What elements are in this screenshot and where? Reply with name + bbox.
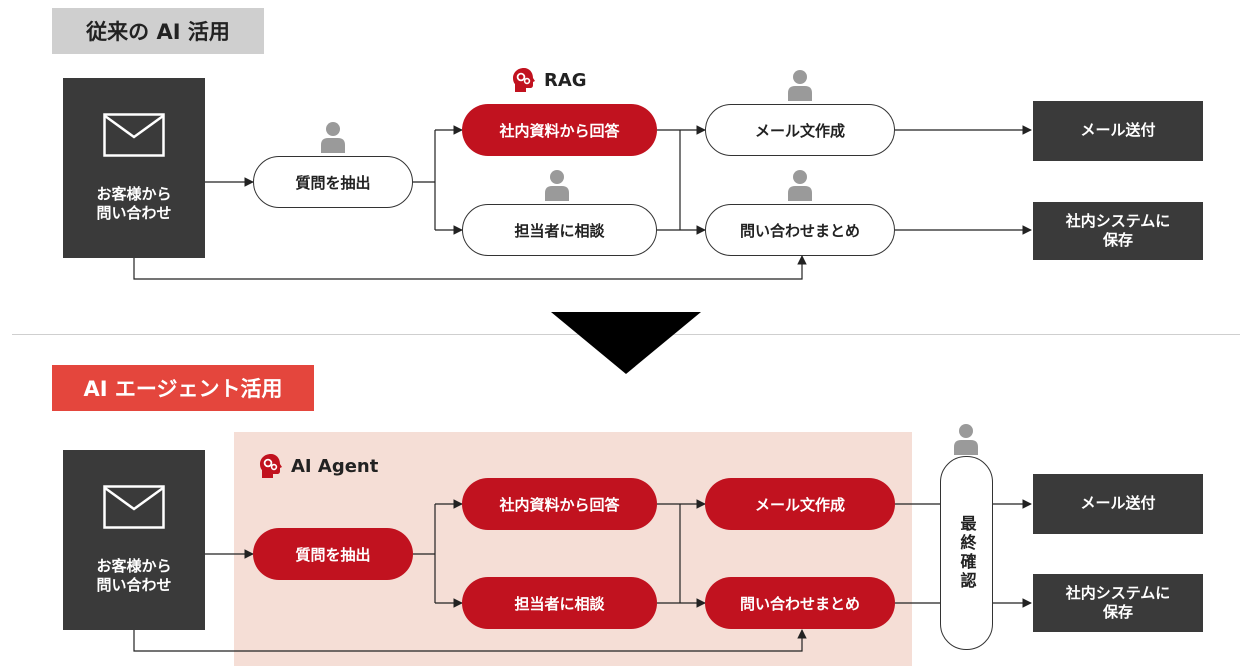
consult-staff: 担当者に相談	[462, 577, 657, 629]
section-label-traditional: 従来の AI 活用	[52, 8, 264, 54]
final-check-label: 最終確認	[957, 515, 977, 591]
source-label-line1: お客様から	[96, 556, 172, 575]
person-icon	[544, 169, 570, 201]
brain-gear-icon	[257, 452, 285, 480]
mail-icon	[103, 112, 165, 157]
source-box: お客様から 問い合わせ	[63, 450, 205, 630]
save-system-box: 社内システムに 保存	[1033, 202, 1203, 260]
send-mail-box: メール送付	[1033, 474, 1203, 534]
person-icon	[953, 423, 979, 455]
ai-agent-tag: AI Agent	[257, 452, 378, 480]
rag-label: RAG	[544, 69, 587, 91]
summarize-inquiry: 問い合わせまとめ	[705, 204, 895, 256]
send-mail-box: メール送付	[1033, 101, 1203, 161]
compose-mail: メール文作成	[705, 478, 895, 530]
source-label-line1: お客様から	[96, 184, 172, 203]
compose-mail: メール文作成	[705, 104, 895, 156]
section-label-agent: AI エージェント活用	[52, 365, 314, 411]
brain-gear-icon	[510, 66, 538, 94]
source-label-line2: 問い合わせ	[96, 576, 172, 594]
final-check: 最終確認	[940, 456, 993, 650]
answer-from-docs: 社内資料から回答	[462, 478, 657, 530]
answer-from-docs: 社内資料から回答	[462, 104, 657, 156]
person-icon	[320, 121, 346, 153]
save-label-line2: 保存	[1102, 231, 1133, 249]
rag-tag: RAG	[510, 66, 587, 94]
source-label-line2: 問い合わせ	[96, 204, 172, 222]
extract-question: 質問を抽出	[253, 528, 413, 580]
ai-agent-label: AI Agent	[291, 455, 379, 477]
mail-icon	[103, 484, 165, 529]
save-label-line1: 社内システムに	[1065, 211, 1171, 230]
extract-question: 質問を抽出	[253, 156, 413, 208]
consult-staff: 担当者に相談	[462, 204, 657, 256]
save-label-line1: 社内システムに	[1065, 583, 1171, 602]
person-icon	[787, 169, 813, 201]
save-label-line2: 保存	[1102, 603, 1133, 621]
summarize-inquiry: 問い合わせまとめ	[705, 577, 895, 629]
person-icon	[787, 69, 813, 101]
source-box: お客様から 問い合わせ	[63, 78, 205, 258]
down-triangle-icon	[551, 312, 701, 378]
save-system-box: 社内システムに 保存	[1033, 574, 1203, 632]
